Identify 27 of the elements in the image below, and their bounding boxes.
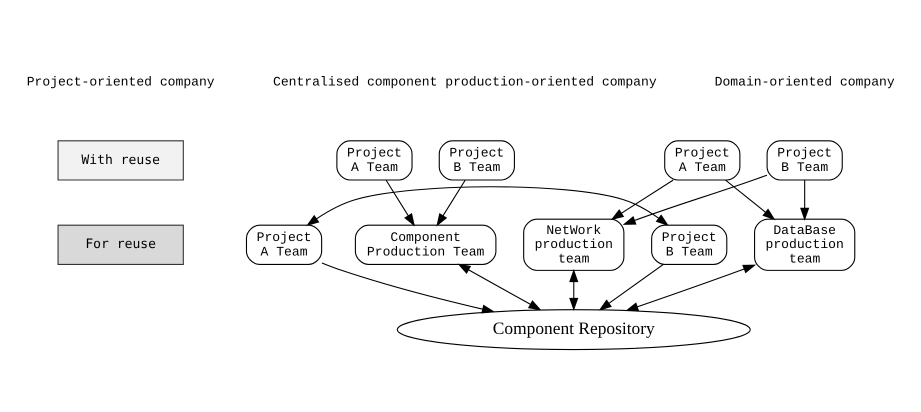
node-box: Project A Team (246, 224, 322, 265)
node-box: Project A Team (336, 140, 413, 181)
node-box: Project B Team (766, 140, 843, 181)
node-box: NetWork production team (523, 218, 624, 271)
node-box: With reuse (58, 140, 184, 181)
arrow (457, 264, 542, 311)
arrow (322, 262, 496, 314)
node-box: For reuse (58, 224, 184, 265)
node-box: DataBase production team (754, 218, 856, 271)
arrow (306, 186, 669, 226)
node-box: Project B Team (651, 224, 728, 265)
arrow (625, 264, 756, 312)
label: Centralised component production-oriented company (273, 74, 657, 90)
arrow (622, 174, 768, 225)
arrow (800, 180, 810, 221)
node-box: Project B Team (438, 140, 515, 181)
arrow (598, 264, 664, 311)
node-box: Component Production Team (354, 224, 496, 265)
label: Domain-oriented company (714, 74, 895, 90)
arrow (436, 180, 466, 227)
arrow (569, 269, 578, 311)
arrow (386, 180, 415, 227)
node-ellipse: Component Repository (396, 309, 751, 350)
label: Project-oriented company (26, 74, 215, 90)
arrow (725, 180, 776, 220)
arrow (610, 180, 674, 220)
node-box: Project A Team (664, 140, 740, 181)
